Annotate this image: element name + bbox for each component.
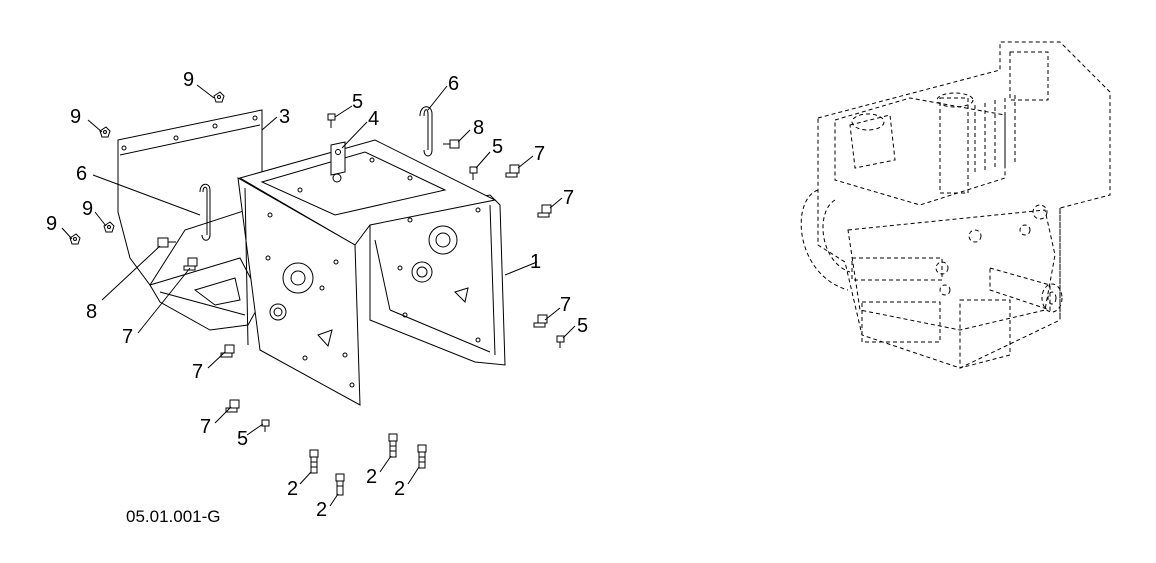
- fastener-9-left-mid: [103, 221, 115, 233]
- fastener-9-top: [213, 91, 225, 103]
- callout-label: 2: [316, 499, 327, 521]
- callout-label: 5: [237, 428, 248, 450]
- part-6-hook-left: [199, 183, 211, 241]
- callout-label: 7: [560, 294, 571, 316]
- part-4-bracket: [330, 141, 346, 176]
- fastener-8-left: [157, 237, 176, 248]
- callout-label: 8: [86, 301, 97, 323]
- fastener-5-lower: [261, 419, 270, 432]
- callout-label: 6: [448, 73, 459, 95]
- callout-label: 5: [492, 136, 503, 158]
- callout-label: 2: [366, 466, 377, 488]
- bolt-2-b: [335, 473, 345, 496]
- callout-label: 9: [82, 198, 93, 220]
- fastener-7-right-a: [505, 164, 520, 178]
- fastener-8-right: [443, 139, 460, 149]
- callout-label: 5: [577, 315, 588, 337]
- fastener-7-right-c: [533, 314, 548, 328]
- callout-label: 6: [76, 163, 87, 185]
- bolt-2-c: [388, 433, 398, 458]
- bolt-2-a: [309, 449, 319, 474]
- callouts: 1 2 2 2 2 3 4 5 5 5 5 6 6 7 7 7 7 7 7 8 …: [46, 69, 588, 526]
- callout-label: 7: [200, 416, 211, 438]
- figure-code: 05.01.001-G: [126, 507, 221, 526]
- part-6-hook-right: [419, 106, 433, 157]
- fastener-5-right-low: [556, 335, 565, 348]
- fastener-9-left-top: [99, 126, 111, 138]
- callout-label: 7: [122, 326, 133, 348]
- callout-label: 7: [192, 361, 203, 383]
- base-plate: [149, 257, 263, 331]
- callout-label: 5: [352, 91, 363, 113]
- callout-label: 8: [473, 117, 484, 139]
- fastener-7-lower-b: [225, 399, 240, 413]
- part-1-main-housing: [237, 139, 506, 406]
- callout-label: 9: [183, 69, 194, 91]
- leader-lines: [61, 84, 576, 507]
- callout-label: 2: [287, 478, 298, 500]
- callout-label: 2: [394, 478, 405, 500]
- fastener-7-left: [183, 257, 198, 271]
- fastener-7-lower-a: [220, 344, 235, 358]
- callout-label: 9: [46, 213, 57, 235]
- callout-label: 7: [534, 143, 545, 165]
- bolt-2-d: [417, 444, 427, 469]
- callout-label: 7: [563, 187, 574, 209]
- callout-label: 4: [368, 108, 379, 130]
- fastener-5-top: [327, 113, 336, 128]
- callout-label: 9: [70, 106, 81, 128]
- callout-label: 1: [530, 251, 541, 273]
- fastener-7-right-b: [537, 204, 552, 218]
- callout-label: 3: [279, 106, 290, 128]
- engine-reference-drawing: [800, 41, 1111, 369]
- fastener-5-right-mid: [469, 166, 478, 180]
- fastener-9-left-low: [69, 233, 81, 245]
